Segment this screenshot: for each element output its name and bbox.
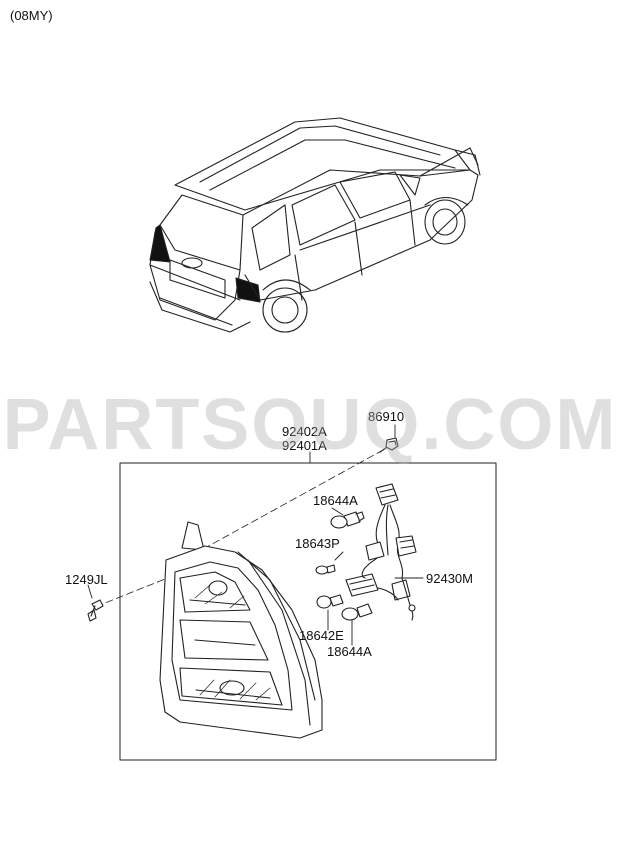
bulb-icons xyxy=(315,511,373,621)
part-label-92430M: 92430M xyxy=(426,571,473,586)
part-label-18643P: 18643P xyxy=(295,536,340,551)
part-label-18644A-bottom: 18644A xyxy=(327,644,372,659)
leader-lines xyxy=(87,424,424,646)
wiring-harness xyxy=(345,483,417,621)
screw-icon xyxy=(87,599,104,622)
bulb-18644A-bottom xyxy=(341,603,373,621)
vehicle-illustration xyxy=(149,117,481,333)
bulb-18644A-top xyxy=(330,511,365,529)
diagram-frame xyxy=(119,462,497,761)
part-label-18644A-top: 18644A xyxy=(313,493,358,508)
model-year-label: (08MY) xyxy=(10,8,53,23)
rear-lamp-assembly xyxy=(159,521,323,739)
part-label-92401A: 92401A xyxy=(282,438,327,453)
part-label-18642E: 18642E xyxy=(299,628,344,643)
part-label-86910: 86910 xyxy=(368,409,405,424)
part-label-1249JL: 1249JL xyxy=(65,572,108,587)
bulb-18642E xyxy=(316,594,344,609)
bulb-18643P xyxy=(315,564,336,575)
part-label-92402A: 92402A xyxy=(282,424,327,439)
clip-icon xyxy=(379,437,399,453)
